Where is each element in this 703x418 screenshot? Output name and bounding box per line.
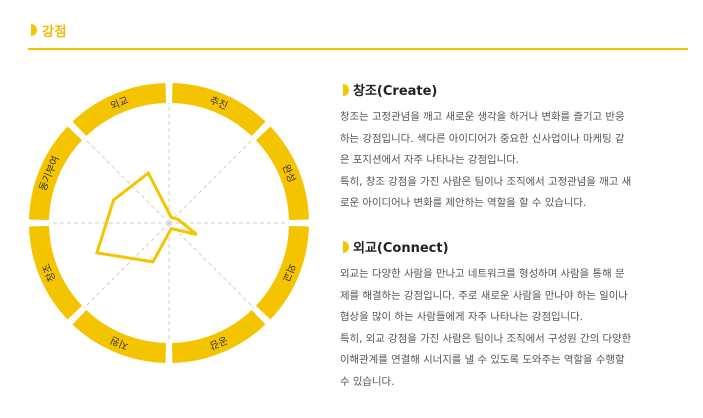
section-text-line: 외교는 다양한 사람을 만나고 네트워크를 형성하며 사람을 통해 문 [340, 268, 625, 280]
radar-ring-segment [29, 126, 83, 221]
section-create: 창조(Create) 창조는 고정관념을 깨고 새로운 생각을 하거나 변화를 … [340, 80, 680, 215]
radar-ring-segment [255, 225, 309, 320]
section-text-line: 은 포지션에서 자주 나타나는 강점입니다. [340, 154, 520, 166]
section-text-line: 하는 강점입니다. 색다른 아이디어가 중요한 신사업이나 마케팅 같 [340, 132, 625, 145]
page-title: 강점 [42, 25, 67, 40]
radar-ring-segment [72, 309, 167, 363]
radar-spoke [168, 137, 255, 224]
half-circle-marker-icon [343, 84, 349, 96]
section-text-line: 창조는 고정관념을 깨고 새로운 생각을 하거나 변화를 즐기고 반응 [340, 111, 625, 123]
radar-ring-segment [171, 83, 266, 137]
section-text-line: 수 있습니다. [340, 375, 395, 388]
section-text-line: 협상을 많이 하는 사람들에게 자주 나타나는 강점입니다. [340, 311, 583, 323]
radar-spoke [83, 222, 170, 309]
radar-ring-segment [171, 309, 266, 363]
radar-ring-segment [72, 83, 167, 137]
section-text-line: 특히, 외교 강점을 가진 사람은 팀이나 조직에서 구성원 간의 다양한 [340, 332, 632, 345]
radar-spoke [83, 137, 170, 224]
radar-data-polygon [94, 170, 198, 264]
radar-spoke [168, 222, 255, 309]
section-text-line: 특히, 창조 강점을 가진 사람은 팀이나 조직에서 고정관념을 깨고 새 [340, 175, 632, 188]
section-connect: 외교(Connect) 외교는 다양한 사람을 만나고 네트워크를 형성하며 사… [340, 237, 680, 393]
half-circle-marker-icon [31, 24, 37, 36]
half-circle-marker-icon [343, 241, 349, 253]
section-title: 외교(Connect) [353, 241, 449, 256]
section-title: 창조(Create) [353, 84, 438, 99]
section-text-line: 로운 아이디어나 변화를 제안하는 역할을 할 수 있습니다. [340, 197, 587, 209]
section-text-line: 제를 해결하는 강점입니다. 주로 새로운 사람을 만나야 하는 일이나 [340, 289, 628, 302]
page-header: 강점 [28, 20, 688, 50]
radar-ring-segment [255, 126, 309, 221]
radar-ring-segment [29, 225, 83, 320]
section-text-line: 이해관계를 연결해 시너지를 낼 수 있도록 도와주는 역할을 수행할 [340, 354, 625, 366]
